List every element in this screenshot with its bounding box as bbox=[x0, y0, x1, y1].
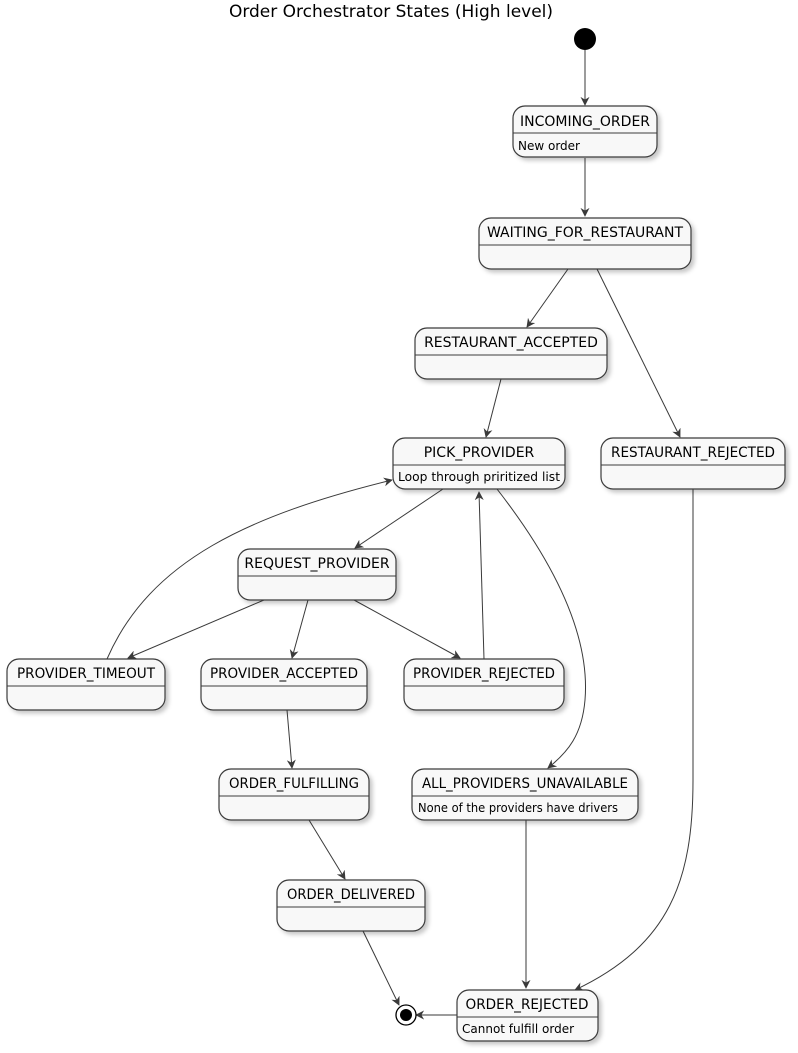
state-order-fulfilling bbox=[218, 768, 370, 821]
state-name: ORDER_REJECTED bbox=[466, 997, 589, 1013]
state-order-delivered bbox=[276, 879, 426, 932]
diagram-title: Order Orchestrator States (High level) bbox=[228, 2, 554, 22]
state-description: None of the providers have drivers bbox=[418, 801, 618, 815]
state-name: ORDER_DELIVERED bbox=[287, 887, 415, 903]
state-name: RESTAURANT_ACCEPTED bbox=[424, 335, 598, 351]
state-provider-accepted bbox=[200, 658, 368, 711]
state-provider-timeout bbox=[6, 658, 166, 711]
transition-waiting-to-restaurant-accepted bbox=[526, 268, 569, 328]
state-name: WAITING_FOR_RESTAURANT bbox=[487, 225, 684, 241]
state-name: PROVIDER_TIMEOUT bbox=[17, 666, 155, 682]
state-description: New order bbox=[518, 139, 580, 153]
start-marker bbox=[574, 28, 596, 50]
state-name: RESTAURANT_REJECTED bbox=[611, 445, 775, 461]
transition-pick-provider-to-all-providers-unavailable bbox=[496, 488, 587, 769]
end-marker bbox=[395, 1004, 417, 1026]
transition-provider-timeout-to-pick-provider bbox=[106, 477, 393, 660]
transition-order-delivered-to-end bbox=[362, 930, 400, 1006]
state-name: PROVIDER_REJECTED bbox=[413, 666, 555, 682]
state-name: PROVIDER_ACCEPTED bbox=[210, 666, 358, 682]
transition-request-provider-to-provider-timeout bbox=[127, 599, 265, 659]
transition-request-provider-to-provider-accepted bbox=[289, 599, 309, 659]
state-description: Cannot fulfill order bbox=[462, 1022, 574, 1036]
transition-restaurant-accepted-to-pick-provider bbox=[483, 378, 502, 438]
state-name: REQUEST_PROVIDER bbox=[244, 556, 389, 572]
state-name: ALL_PROVIDERS_UNAVAILABLE bbox=[422, 776, 628, 792]
transitions bbox=[106, 50, 694, 1020]
transition-provider-rejected-to-pick-provider bbox=[474, 491, 485, 660]
state-request-provider bbox=[237, 548, 397, 601]
state-restaurant-rejected bbox=[600, 437, 786, 490]
state-order-rejected bbox=[456, 989, 599, 1042]
state-provider-rejected bbox=[403, 658, 565, 711]
transition-pick-provider-to-request-provider bbox=[354, 488, 444, 549]
state-name: INCOMING_ORDER bbox=[520, 114, 650, 130]
transition-provider-accepted-to-order-fulfilling bbox=[286, 709, 296, 769]
state-restaurant-accepted bbox=[414, 327, 608, 380]
state-all-providers-unavailable bbox=[411, 768, 639, 821]
transition-restaurant-rejected-to-order-rejected bbox=[574, 488, 694, 991]
state-name: ORDER_FULFILLING bbox=[229, 776, 359, 792]
state-pick-provider bbox=[392, 437, 566, 490]
transition-waiting-to-restaurant-rejected bbox=[596, 268, 681, 438]
state-incoming-order bbox=[512, 105, 658, 158]
transition-request-provider-to-provider-rejected bbox=[353, 599, 461, 659]
state-name: PICK_PROVIDER bbox=[424, 445, 535, 461]
state-waiting-for-restaurant bbox=[478, 217, 692, 270]
state-description: Loop through priritized list bbox=[398, 470, 560, 484]
transition-order-fulfilling-to-order-delivered bbox=[308, 819, 346, 880]
